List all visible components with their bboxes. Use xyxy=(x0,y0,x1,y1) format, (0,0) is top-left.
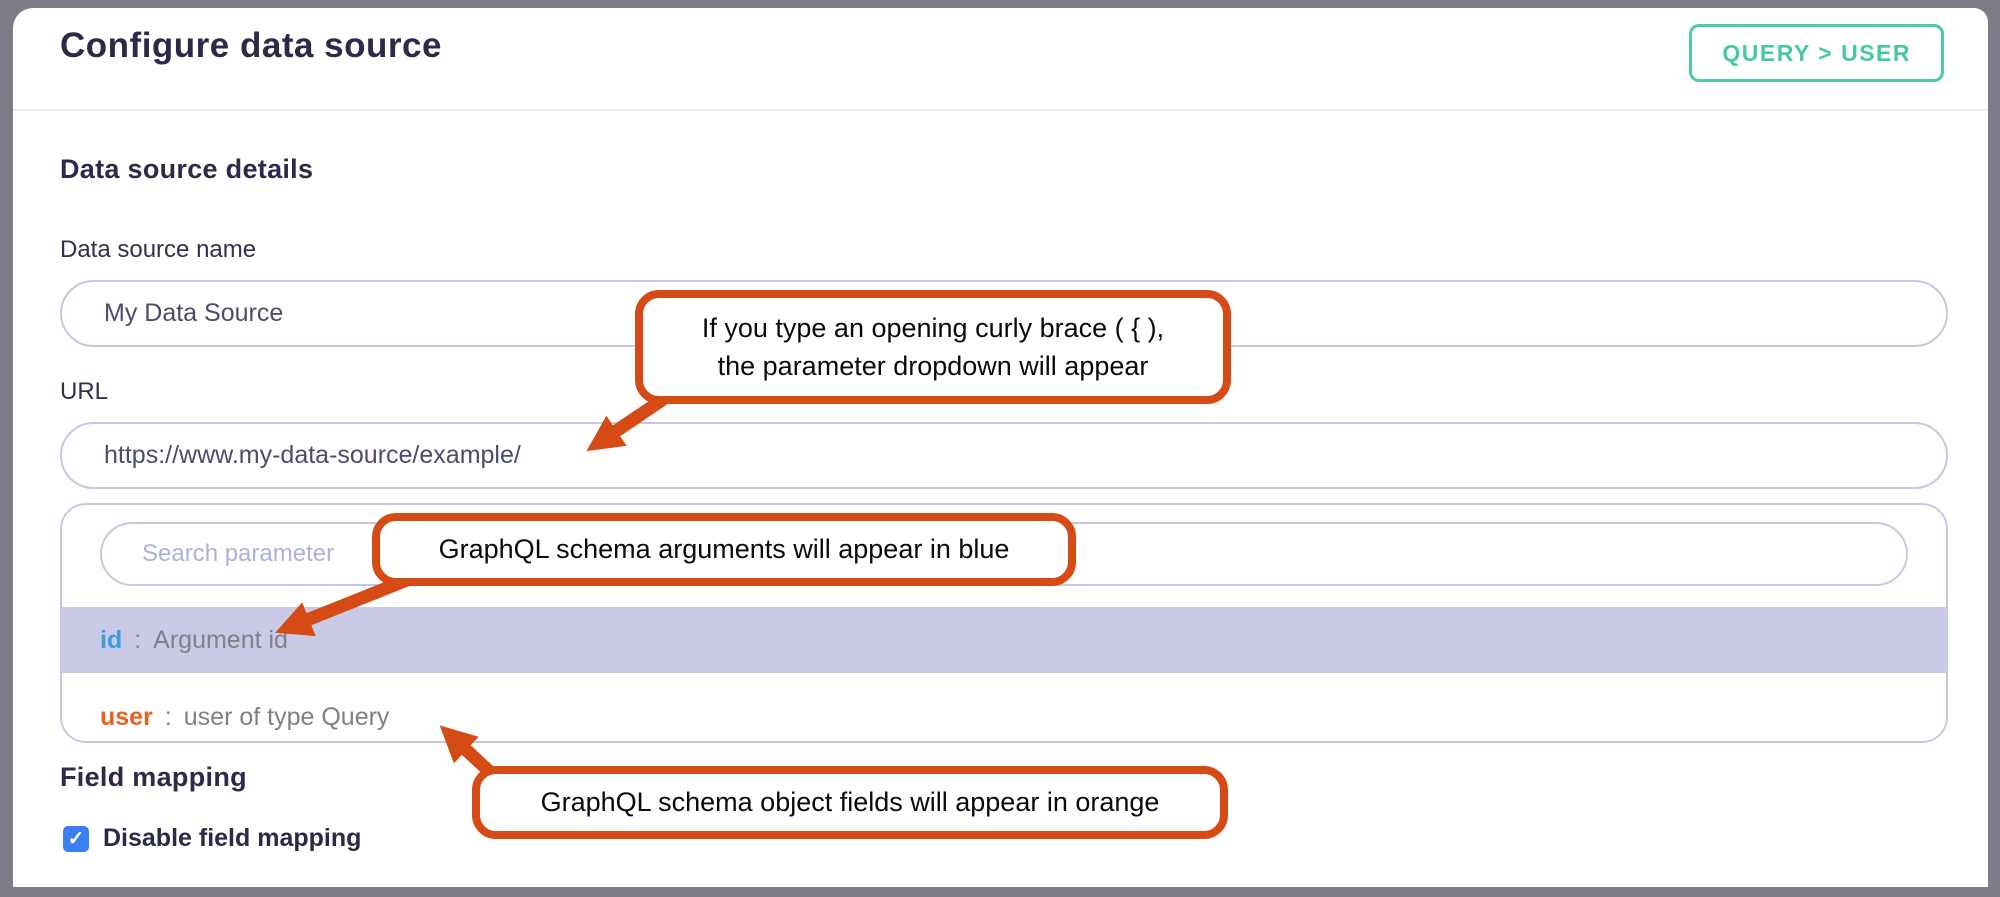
annotation-arrow-icon xyxy=(275,573,410,637)
parameter-name: user xyxy=(100,702,153,731)
annotation-curly-brace: If you type an opening curly brace ( { )… xyxy=(635,290,1231,404)
checkmark-icon: ✓ xyxy=(67,828,85,850)
disable-field-mapping-option[interactable]: ✓ Disable field mapping xyxy=(63,824,361,853)
name-field-label: Data source name xyxy=(60,236,257,263)
header-divider xyxy=(13,109,1988,111)
parameter-colon: : xyxy=(164,702,172,731)
page-title: Configure data source xyxy=(60,26,442,65)
configure-data-source-dialog: Configure data source QUERY > USER Data … xyxy=(13,8,1988,887)
url-input[interactable] xyxy=(60,422,1948,489)
annotation-arguments-blue: GraphQL schema arguments will appear in … xyxy=(372,513,1076,586)
parameter-description: Argument id xyxy=(153,625,288,654)
annotation-arrow-icon xyxy=(586,390,672,452)
dropdown-item-id[interactable]: id : Argument id xyxy=(62,607,1946,673)
checkbox-label: Disable field mapping xyxy=(103,824,362,852)
annotation-fields-orange: GraphQL schema object fields will appear… xyxy=(472,766,1228,839)
annotation-text: GraphQL schema object fields will appear… xyxy=(540,787,1160,817)
dropdown-item-user[interactable]: user : user of type Query xyxy=(62,691,1946,741)
schema-path-button[interactable]: QUERY > USER xyxy=(1689,24,1944,82)
parameter-description: user of type Query xyxy=(183,702,390,731)
checkbox-checked[interactable]: ✓ xyxy=(63,825,89,852)
annotation-text-line1: If you type an opening curly brace ( { )… xyxy=(701,313,1165,343)
field-mapping-heading: Field mapping xyxy=(60,762,247,792)
annotation-text-line2: the parameter dropdown will appear xyxy=(717,351,1149,381)
details-section-heading: Data source details xyxy=(60,154,314,184)
url-field-label: URL xyxy=(60,378,109,405)
annotation-text: GraphQL schema arguments will appear in … xyxy=(438,534,1010,564)
parameter-name: id xyxy=(100,625,123,654)
parameter-colon: : xyxy=(134,625,142,654)
